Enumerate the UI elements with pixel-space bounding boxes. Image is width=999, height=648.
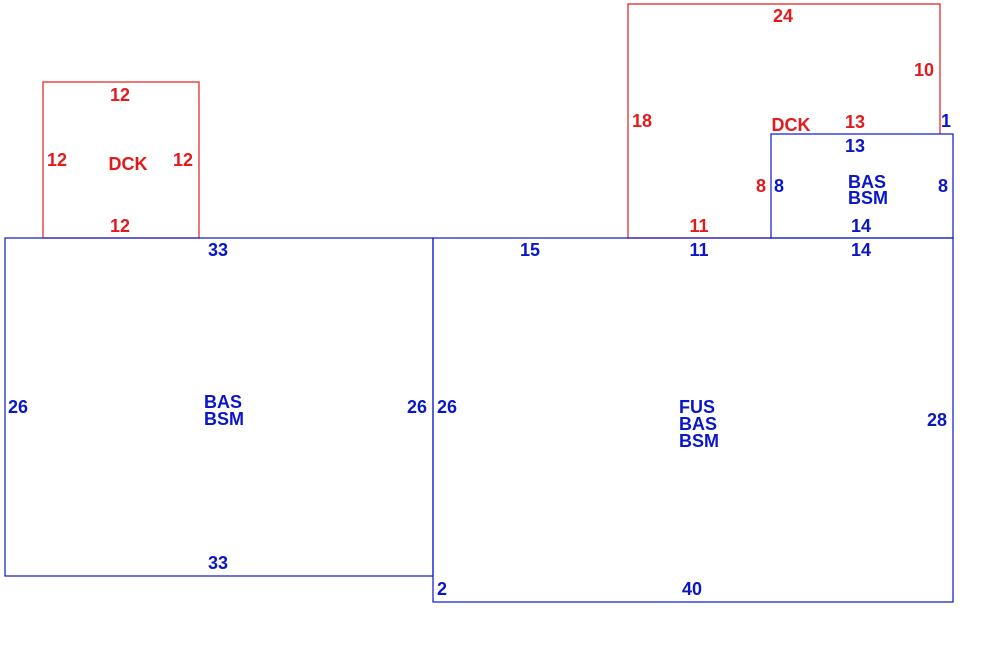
main-code-2: BAS (679, 414, 717, 434)
main-dim-left-step: 2 (437, 579, 447, 599)
bas-small-code-2: BSM (848, 188, 888, 208)
main-dim-right: 28 (927, 410, 947, 430)
deck-left-dim-bottom: 12 (110, 216, 130, 236)
bas-small-dim-bottom: 14 (851, 216, 871, 236)
bas-left-code-1: BAS (204, 392, 242, 412)
bas-small-dim-top: 13 (845, 136, 865, 156)
main-dim-top-b: 11 (689, 240, 708, 260)
deck-left-dim-left: 12 (47, 150, 67, 170)
bas-left-dim-right: 26 (407, 397, 427, 417)
main-dim-left: 26 (437, 397, 457, 417)
deck-top-dim-right: 10 (914, 60, 934, 80)
main-outline (432, 237, 954, 603)
deck-top-dim-bottom: 11 (689, 216, 708, 236)
bas-small-dim-left: 8 (774, 176, 784, 196)
deck-top-dim-inner-left: 8 (756, 176, 766, 196)
main-dim-bottom: 40 (682, 579, 702, 599)
bas-small-dim-step: 1 (941, 111, 951, 131)
bas-left-code-2: BSM (204, 409, 244, 429)
deck-top-code: DCK (772, 115, 811, 135)
deck-left-dim-top: 12 (110, 85, 130, 105)
deck-top-dim-top: 24 (773, 6, 793, 26)
bas-left-dim-left: 26 (8, 397, 28, 417)
bas-left-dim-bottom: 33 (208, 553, 228, 573)
bas-left-dim-top: 33 (208, 240, 228, 260)
deck-top-dim-left: 18 (632, 111, 652, 131)
main-dim-top-c: 14 (851, 240, 871, 260)
main-code-3: BSM (679, 431, 719, 451)
bas-small-dim-right: 8 (938, 176, 948, 196)
main-dim-top-a: 15 (520, 240, 540, 260)
bas-small-code-1: BAS (848, 172, 886, 192)
deck-top-dim-step: 13 (845, 112, 865, 132)
deck-left-dim-right: 12 (173, 150, 193, 170)
deck-left-code: DCK (109, 154, 148, 174)
main-code-1: FUS (679, 397, 715, 417)
